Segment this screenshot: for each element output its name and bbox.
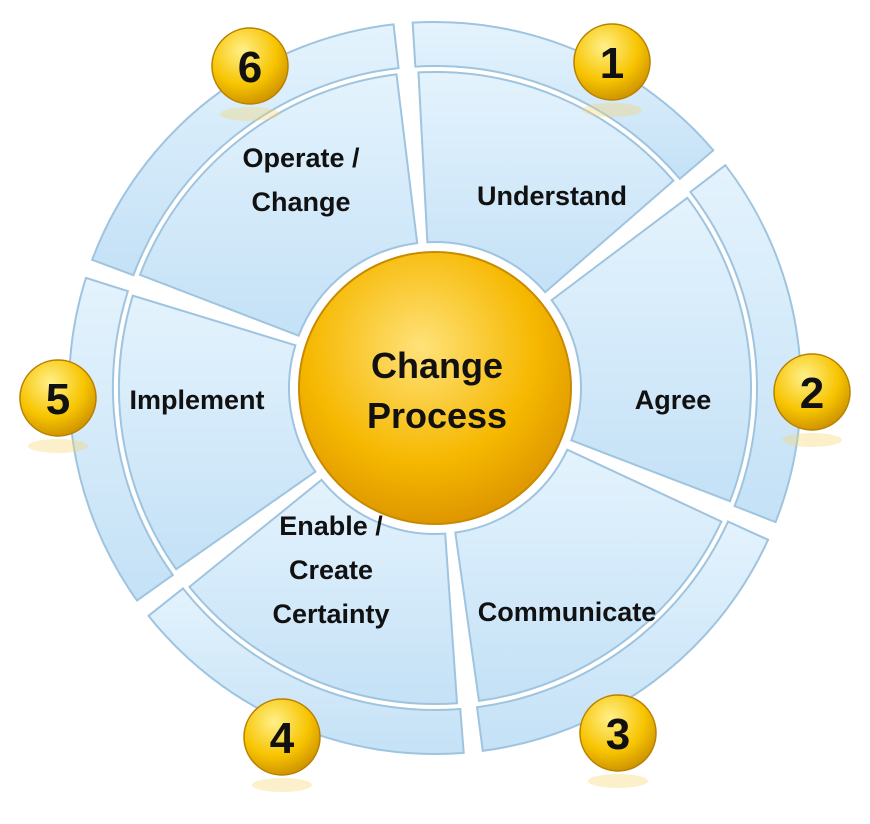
step-number-6: 6 [238, 43, 262, 92]
badge-reflection [582, 103, 642, 117]
step-label-5: Implement [129, 385, 264, 415]
step-number-badge-6 [211, 27, 289, 105]
step-number-2: 2 [800, 369, 824, 418]
badge-reflection [28, 439, 88, 453]
badge-reflection [252, 778, 312, 792]
center-title-line2: Process [367, 395, 507, 436]
badge-reflection [782, 433, 842, 447]
step-label-4: Certainty [272, 599, 389, 629]
step-number-4: 4 [270, 714, 295, 763]
step-number-1: 1 [600, 39, 624, 88]
step-segment-2 [550, 196, 752, 503]
step-label-1: Understand [477, 181, 627, 211]
step-label-3: Communicate [478, 597, 657, 627]
step-number-badge-4 [243, 698, 321, 776]
outer-ring-segment-5 [68, 276, 175, 602]
step-label-6: Operate / [242, 143, 360, 173]
step-segment-1 [417, 71, 675, 294]
outer-ring-segment-3 [475, 520, 770, 752]
step-number-badge-2 [773, 353, 851, 431]
step-segment-4 [188, 478, 459, 705]
outer-ring-segment-4 [147, 587, 465, 755]
step-label-4: Enable / [279, 511, 383, 541]
step-number-badge-3 [579, 694, 657, 772]
step-label-2: Agree [635, 385, 712, 415]
outer-ring-segment-2 [689, 163, 802, 524]
center-title-line1: Change [371, 345, 503, 386]
step-segment-3 [454, 448, 723, 703]
step-label-6: Change [251, 187, 350, 217]
step-segment-6 [138, 73, 419, 337]
step-label-4: Create [289, 555, 373, 585]
step-segment-5 [118, 294, 317, 571]
badge-reflection [588, 774, 648, 788]
step-number-5: 5 [46, 375, 70, 424]
outer-ring-segment-6 [90, 23, 400, 277]
center-circle [298, 251, 572, 525]
badge-reflection [220, 107, 280, 121]
step-number-badge-1 [573, 23, 651, 101]
step-number-3: 3 [606, 710, 630, 759]
step-number-badge-5 [19, 359, 97, 437]
outer-ring-segment-1 [411, 21, 715, 181]
